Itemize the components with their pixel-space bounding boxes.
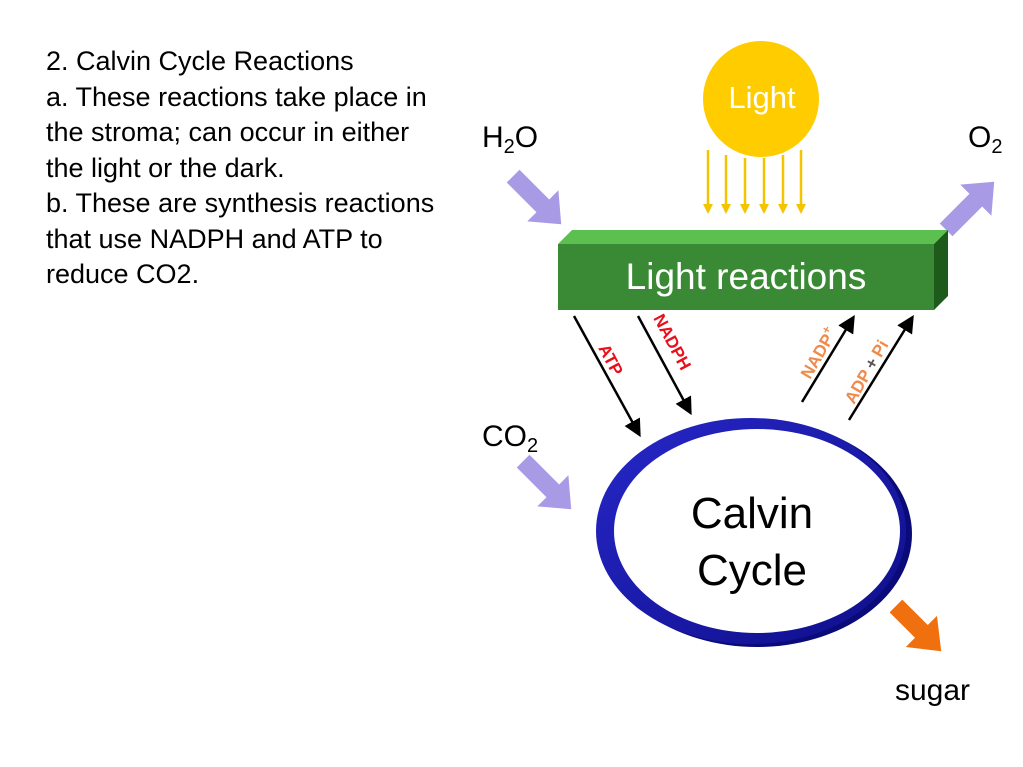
calvin-label: Calvin xyxy=(691,489,813,538)
light-reactions-label: Light reactions xyxy=(626,256,867,297)
adp-pi-label: ADP+Pi xyxy=(841,337,892,407)
light-label: Light xyxy=(728,80,796,115)
point-a: a. These reactions take place in the str… xyxy=(46,81,427,183)
calvin-cycle-ring xyxy=(596,418,912,647)
adp-pi-arrow xyxy=(847,315,914,421)
h2o-input-arrow xyxy=(506,169,562,225)
atp-arrow xyxy=(572,315,641,438)
light-reactions-box xyxy=(558,230,948,310)
o2-output-arrow xyxy=(939,181,995,237)
nadp-arrow xyxy=(800,315,855,403)
point-b: b. These are synthesis reactions that us… xyxy=(46,188,435,289)
o2-label: O2 xyxy=(968,121,1002,158)
co2-label: CO2 xyxy=(482,420,538,457)
sun-icon xyxy=(703,41,819,214)
section-title: 2. Calvin Cycle Reactions xyxy=(46,46,354,76)
h2o-label: H2O xyxy=(482,121,538,158)
nadph-arrow xyxy=(636,315,692,416)
co2-input-arrow xyxy=(516,454,572,510)
sugar-label: sugar xyxy=(895,674,970,707)
slide-text: 2. Calvin Cycle Reactions a. These react… xyxy=(46,44,446,293)
nadp-label: NADP+ xyxy=(794,323,841,382)
cycle-label: Cycle xyxy=(697,546,807,595)
nadph-label: NADPH xyxy=(649,311,694,373)
sugar-output-arrow xyxy=(889,599,942,652)
